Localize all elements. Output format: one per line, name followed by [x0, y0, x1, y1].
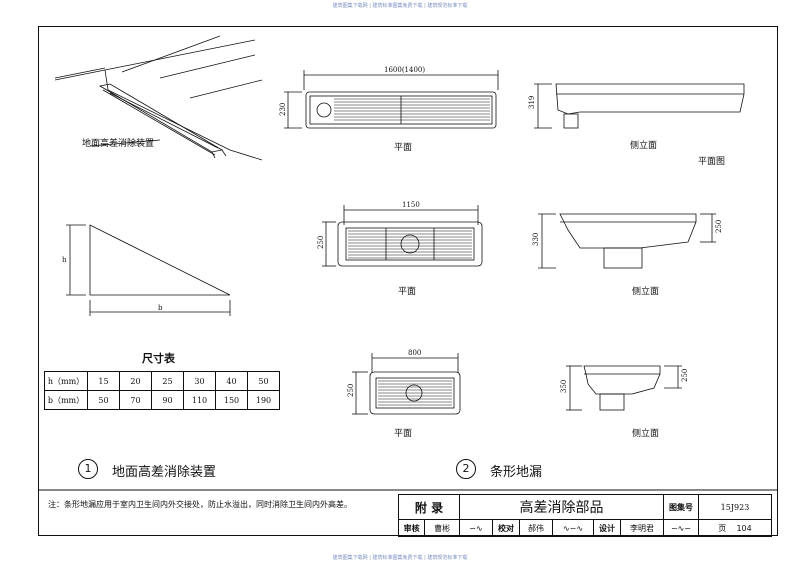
- watermark-top: 建筑图集下载网 | 建筑标准图集免费下载 | 建筑规范标准下载: [332, 3, 468, 9]
- dim-mid-width: 1150: [402, 201, 420, 209]
- side-label-1: 侧立面: [630, 139, 657, 151]
- appendix-label: 附 录: [398, 494, 460, 520]
- table-cell: 70: [119, 390, 152, 410]
- table-cell: 110: [183, 390, 216, 410]
- atlas-number: 15J923: [698, 494, 772, 520]
- plan-label-2: 平面: [398, 286, 416, 297]
- table-cell: 15: [87, 371, 120, 391]
- table-cell: 20: [119, 371, 152, 391]
- dim-mid-height: 250: [317, 236, 325, 249]
- page-number: 104: [736, 523, 752, 533]
- dim-top-side: 319: [528, 96, 536, 109]
- design-signature: ∽∿∽: [663, 519, 699, 537]
- caption-1-number: 1: [78, 459, 98, 479]
- design-label: 设计: [593, 519, 621, 537]
- plan-figure-label: 平面图: [698, 156, 725, 167]
- table-cell: 150: [215, 390, 248, 410]
- dim-b: b: [158, 304, 163, 312]
- table-head: h（mm）: [44, 371, 88, 391]
- dim-mid-side-1: 330: [532, 233, 540, 246]
- dim-mid-side-2: 250: [715, 220, 723, 233]
- checker-name: 郝伟: [519, 519, 553, 537]
- dim-bot-width: 800: [408, 349, 421, 357]
- designer-name: 李明君: [620, 519, 664, 537]
- review-label: 审核: [397, 519, 426, 537]
- title-block-row-2: 审核 曹彬 ∽∿ 校对 郝伟 ∿∽∿ 设计 李明君 ∽∿∽ 页 104: [397, 519, 772, 537]
- side-label-3: 侧立面: [632, 427, 659, 439]
- table-cell: 40: [215, 371, 248, 391]
- table-cell: 50: [87, 390, 120, 410]
- plan-label-1: 平面: [394, 142, 412, 153]
- table-cell: 190: [247, 390, 280, 410]
- caption-1-text: 地面高差消除装置: [112, 465, 217, 480]
- drain-plan-1150: [322, 205, 483, 267]
- dim-top-width: 1600(1400): [384, 66, 425, 74]
- page-label: 页: [718, 523, 727, 533]
- atlas-label: 图集号: [663, 494, 699, 520]
- caption-2-text: 条形地漏: [490, 465, 543, 480]
- check-signature: ∿∽∿: [552, 519, 594, 537]
- dim-top-height: 230: [279, 103, 287, 116]
- review-signature: ∽∿: [459, 519, 493, 537]
- table-cell: 50: [247, 371, 280, 391]
- table-row: h（mm） 15 20 25 30 40 50: [44, 371, 280, 391]
- drain-side-800: [566, 365, 682, 411]
- device-isometric: [54, 35, 263, 161]
- table-cell: 30: [183, 371, 216, 391]
- watermark-bottom: 建筑图集下载网 | 建筑标准图集免费下载 | 建筑规范标准下载: [332, 555, 468, 561]
- drain-side-1150: [538, 213, 716, 269]
- caption-2-number: 2: [456, 459, 476, 479]
- check-label: 校对: [492, 519, 520, 537]
- table-cell: 25: [151, 371, 184, 391]
- table-row: b（mm） 50 70 90 110 150 190: [44, 390, 280, 410]
- dim-bot-side-2: 250: [681, 369, 689, 382]
- triangle-section: [66, 224, 231, 316]
- table-cell: 90: [151, 390, 184, 410]
- drain-plan-1600: [284, 70, 499, 129]
- dim-bot-side-1: 350: [560, 380, 568, 393]
- drain-side-1600: [534, 83, 745, 129]
- dim-h: h: [62, 256, 67, 264]
- size-table-title: 尺寸表: [142, 352, 175, 365]
- title-block: 附 录 高差消除部品 图集号 15J923 审核 曹彬 ∽∿ 校对 郝伟 ∿∽∿…: [397, 494, 772, 537]
- table-head: b（mm）: [44, 390, 88, 410]
- page-cell: 页 104: [698, 519, 772, 537]
- title-block-row-1: 附 录 高差消除部品 图集号 15J923: [398, 494, 772, 520]
- note-text: 注：条形地漏应用于室内卫生间内外交接处，防止水溢出，同时消除卫生间内外高差。: [48, 500, 352, 509]
- reviewer-name: 曹彬: [424, 519, 460, 537]
- dim-bot-height: 250: [347, 384, 355, 397]
- plan-label-3: 平面: [394, 428, 412, 439]
- drawing-title: 高差消除部品: [459, 494, 664, 520]
- size-table: h（mm） 15 20 25 30 40 50 b（mm） 50 70 90 1…: [44, 371, 280, 410]
- callout-device-label: 地面高差消除装置: [82, 137, 154, 149]
- side-label-2: 侧立面: [632, 285, 659, 297]
